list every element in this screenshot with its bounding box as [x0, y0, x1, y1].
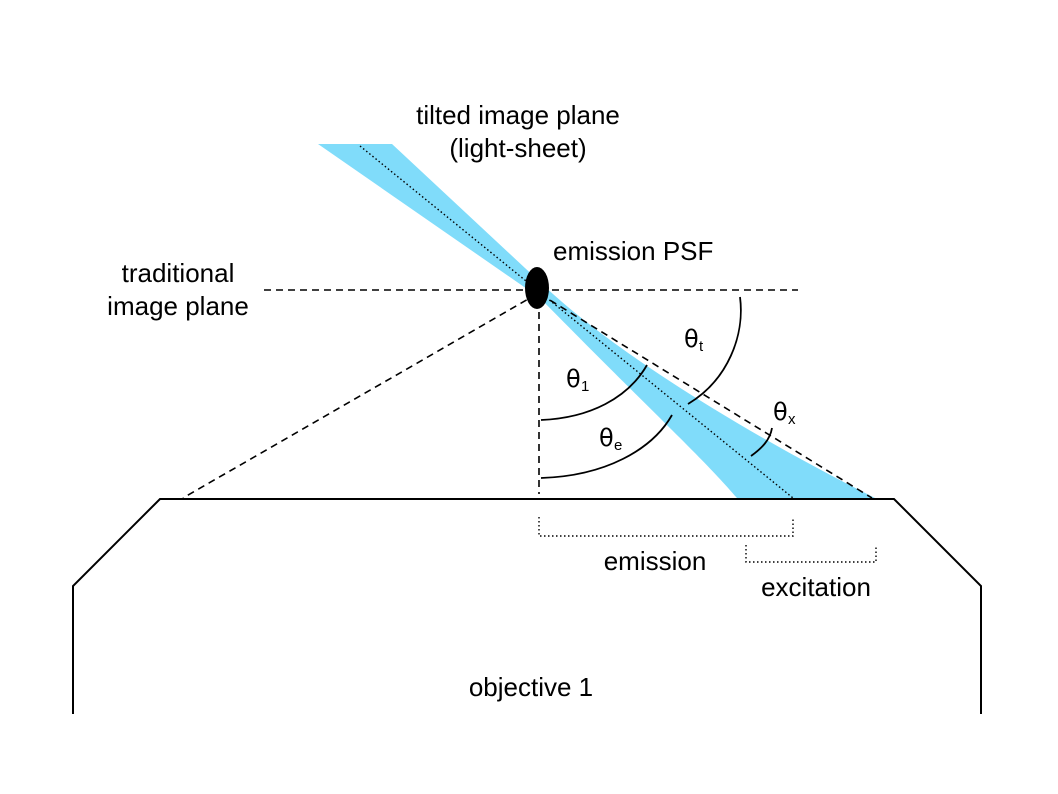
- light-sheet-label: (light-sheet): [449, 133, 586, 163]
- traditional-label: traditional: [122, 258, 235, 288]
- svg-text:t: t: [699, 338, 704, 355]
- theta-e-arc: [540, 414, 673, 479]
- emission-bracket: [538, 517, 794, 537]
- excitation-label: excitation: [761, 572, 871, 602]
- tilted-image-plane-label: tilted image plane: [416, 100, 620, 130]
- image-plane-label: image plane: [107, 291, 249, 321]
- svg-text:θ: θ: [599, 424, 614, 452]
- theta-1-arc: [540, 364, 648, 421]
- svg-text:e: e: [614, 437, 622, 454]
- objective-outline: [72, 498, 982, 714]
- svg-text:θ: θ: [773, 398, 788, 426]
- emission-cone-left-edge: [182, 293, 538, 499]
- excitation-edge-line: [539, 293, 873, 499]
- theta-t-arc: [687, 296, 742, 405]
- theta-x-label: θ x: [773, 398, 796, 428]
- excitation-bracket: [745, 545, 877, 563]
- emission-psf-spot: [525, 267, 549, 309]
- objective-label: objective 1: [469, 672, 593, 702]
- svg-text:1: 1: [581, 378, 589, 395]
- theta-e-label: θ e: [599, 424, 622, 454]
- emission-label: emission: [604, 546, 707, 576]
- theta-1-label: θ 1: [566, 365, 589, 395]
- theta-x-arc: [750, 427, 773, 457]
- svg-text:θ: θ: [684, 325, 699, 353]
- svg-text:x: x: [788, 411, 796, 428]
- light-sheet-axis: [359, 145, 794, 499]
- svg-text:θ: θ: [566, 365, 581, 393]
- light-sheet-band: [318, 144, 875, 498]
- emission-psf-label: emission PSF: [553, 236, 713, 266]
- theta-t-label: θ t: [684, 325, 704, 355]
